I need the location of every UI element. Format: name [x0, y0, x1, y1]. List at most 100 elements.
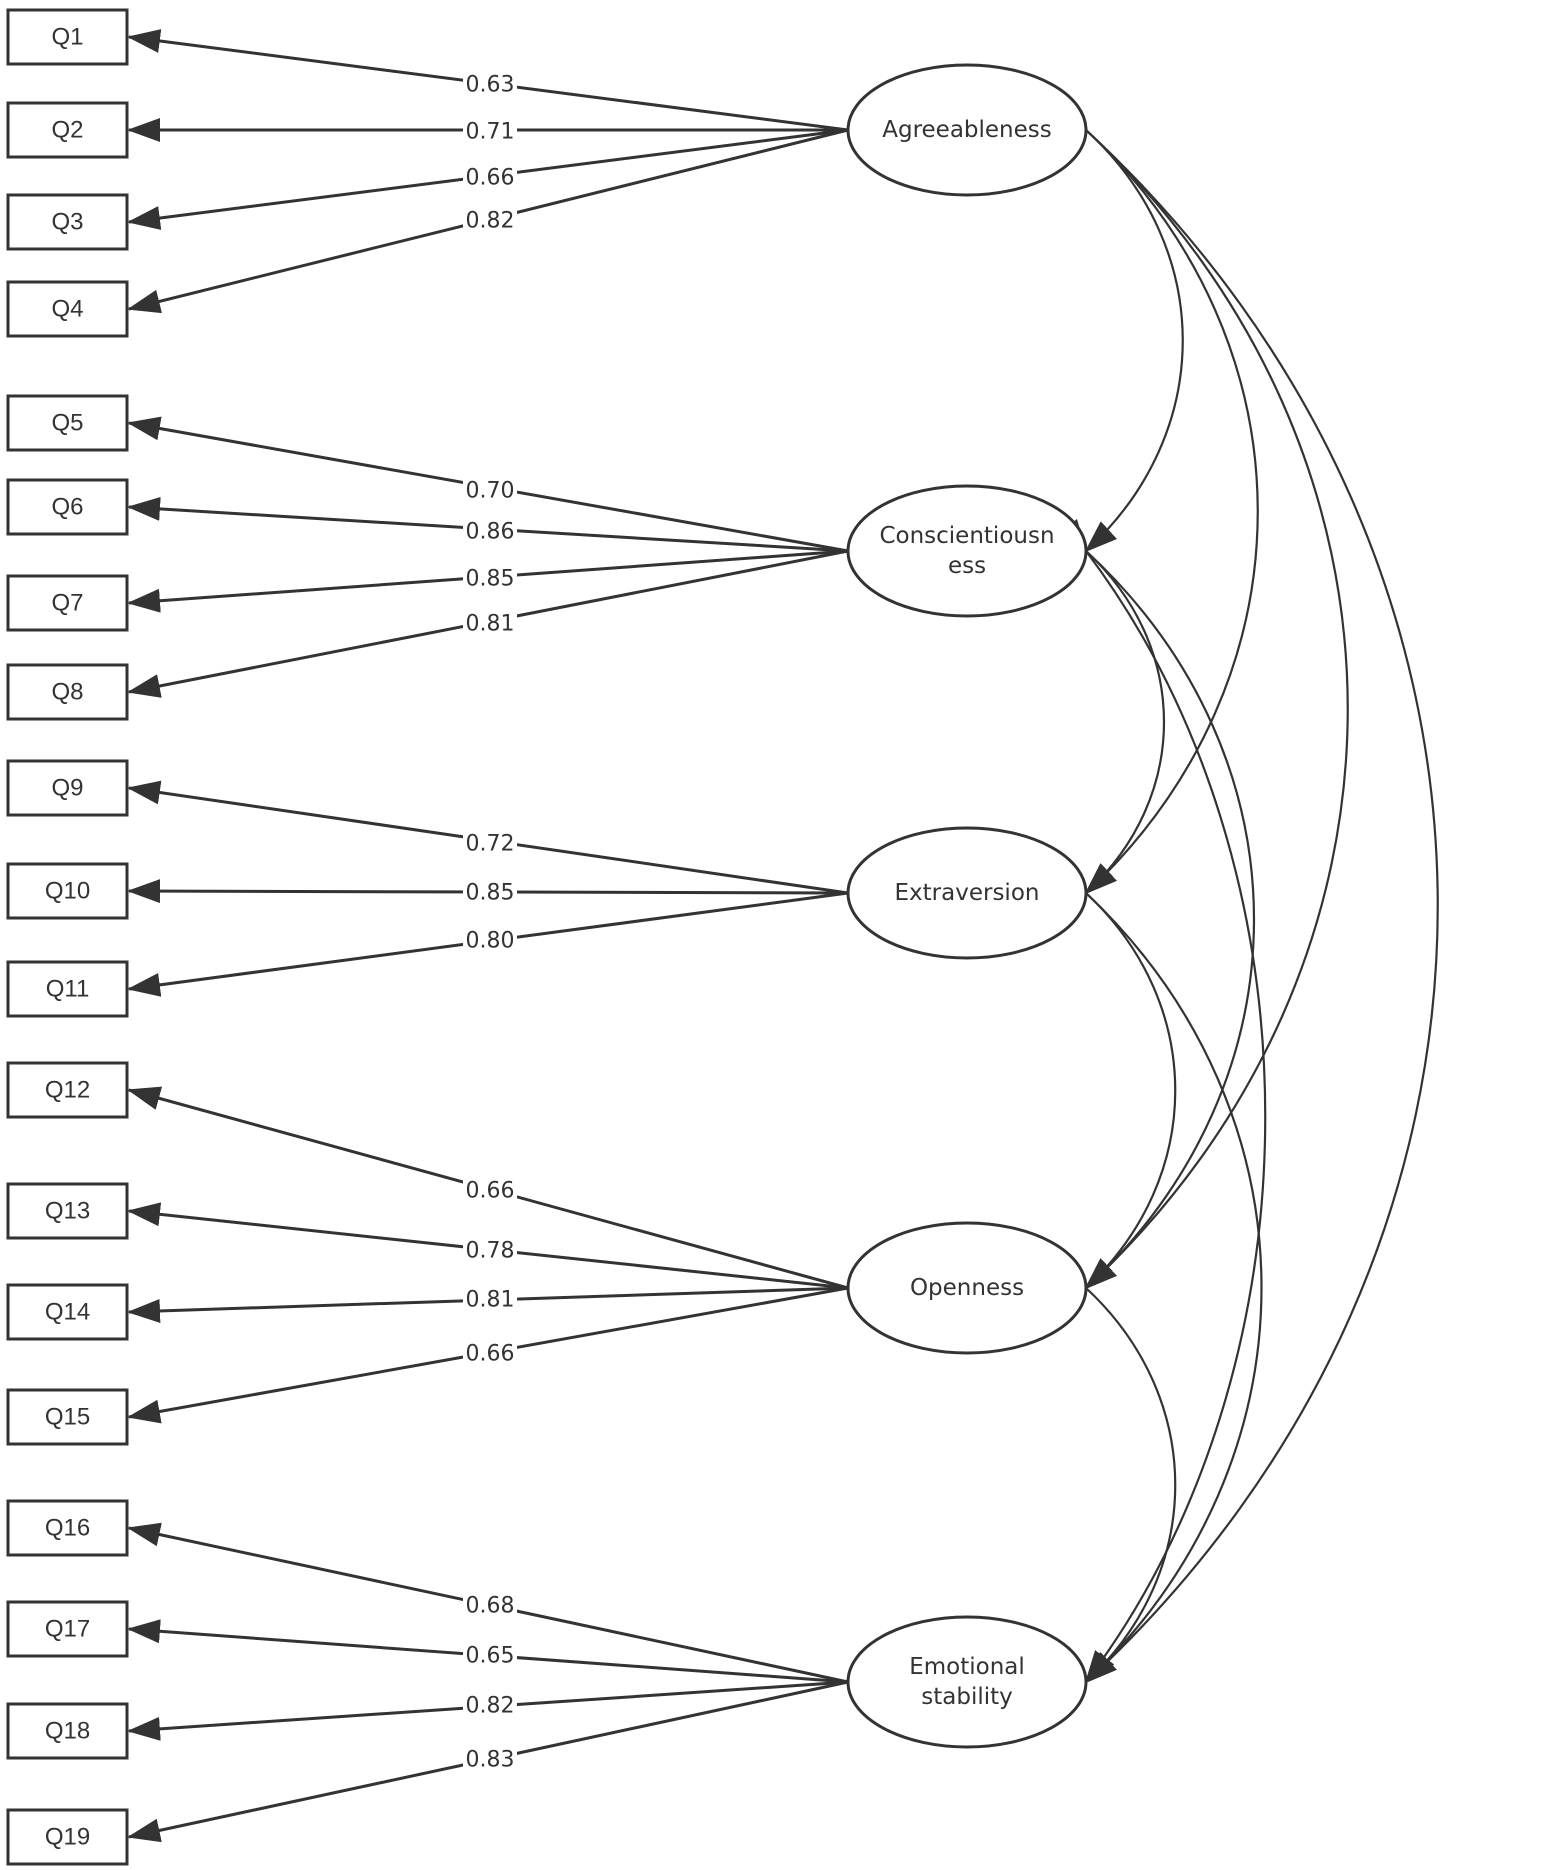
loading-value-q11: 0.80	[466, 929, 515, 954]
indicator-label-q9: Q9	[51, 775, 83, 802]
covariance-arrow-ope-emo	[1055, 1258, 1177, 1684]
indicator-box-q9	[6, 759, 129, 817]
indicator-box-q18	[6, 1702, 129, 1760]
loading-label-bg	[463, 1592, 517, 1620]
covariance-arrow-agr-emo	[1055, 100, 1439, 1684]
covariance-arrow-agr-con	[1055, 100, 1184, 553]
loading-value-q6: 0.86	[466, 520, 515, 545]
loading-value-q1: 0.63	[466, 73, 515, 98]
loading-label-bg	[463, 1642, 517, 1670]
loading-label-bg	[463, 565, 517, 593]
indicator-box-q11	[6, 960, 129, 1018]
indicator-box-q8	[6, 663, 129, 721]
indicator-label-q2: Q2	[51, 117, 83, 144]
indicator-box-q3	[6, 193, 129, 251]
latent-factor-agr	[846, 63, 1088, 197]
indicator-label-q18: Q18	[45, 1718, 90, 1745]
indicator-box-q16	[6, 1499, 129, 1557]
loading-label-bg	[463, 879, 517, 907]
indicator-box-q12	[6, 1061, 129, 1119]
indicator-label-q4: Q4	[51, 296, 83, 323]
loading-value-q15: 0.66	[466, 1342, 515, 1367]
indicator-label-q12: Q12	[45, 1077, 90, 1104]
indicator-label-q19: Q19	[45, 1824, 90, 1851]
loading-label-bg	[463, 71, 517, 99]
latent-factor-label-emo: Emotional	[909, 1654, 1025, 1680]
indicator-box-q5	[6, 394, 129, 452]
loading-label-bg	[463, 610, 517, 638]
indicator-label-q5: Q5	[51, 410, 83, 437]
covariance-arrow-con-ope	[1055, 521, 1255, 1290]
loading-label-bg	[463, 1237, 517, 1265]
loading-value-q16: 0.68	[466, 1594, 515, 1619]
loading-value-q4: 0.82	[466, 209, 515, 234]
latent-factor-label-ope: Openness	[910, 1275, 1024, 1301]
latent-factor-label-ext: Extraversion	[895, 880, 1040, 906]
loading-label-bg	[463, 1340, 517, 1368]
loading-value-q13: 0.78	[466, 1239, 515, 1264]
latent-factor-label-con: ess	[948, 553, 986, 579]
latent-factor-label-emo: stability	[921, 1684, 1013, 1710]
loading-value-q14: 0.81	[466, 1288, 515, 1313]
loading-path-layer: 0.63 0.71 0.66 0.82 0.70 0.86 0.85 0.81 0.72 0.85…	[127, 29, 849, 1843]
covariance-arrow-con-ext	[1055, 521, 1165, 895]
loading-value-q5: 0.70	[466, 479, 515, 504]
indicator-label-q15: Q15	[45, 1404, 90, 1431]
indicator-label-q6: Q6	[51, 494, 83, 521]
indicator-box-q14	[6, 1283, 129, 1341]
loading-value-q19: 0.83	[466, 1748, 515, 1773]
loading-value-q7: 0.85	[466, 567, 515, 592]
covariance-arrow-ext-emo	[1055, 862, 1263, 1684]
indicator-label-q16: Q16	[45, 1515, 90, 1542]
indicator-box-q13	[6, 1182, 129, 1240]
indicator-box-q10	[6, 862, 129, 920]
loading-label-bg	[463, 1286, 517, 1314]
loading-value-q17: 0.65	[466, 1644, 515, 1669]
indicator-label-q8: Q8	[51, 679, 83, 706]
loading-label-bg	[463, 477, 517, 505]
indicator-box-q17	[6, 1600, 129, 1658]
indicator-label-q14: Q14	[45, 1299, 90, 1326]
latent-factor-con	[846, 484, 1088, 618]
loading-value-q8: 0.81	[466, 612, 515, 637]
indicator-label-q11: Q11	[46, 976, 90, 1003]
loading-value-q2: 0.71	[466, 120, 515, 145]
loading-label-bg	[463, 1692, 517, 1720]
loading-value-q9: 0.72	[466, 832, 515, 857]
indicator-label-q10: Q10	[45, 878, 90, 905]
loading-label-bg	[463, 518, 517, 546]
loading-label-bg	[463, 927, 517, 955]
indicator-box-q15	[6, 1388, 129, 1446]
latent-factor-label-con: Conscientiousn	[879, 523, 1054, 549]
latent-factor-ext	[846, 826, 1088, 960]
loading-label-bg	[463, 207, 517, 235]
latent-factor-label-agr: Agreeableness	[882, 117, 1052, 143]
covariance-layer	[1055, 100, 1439, 1684]
indicator-box-q1	[6, 8, 129, 66]
indicator-label-q17: Q17	[45, 1616, 90, 1643]
indicator-box-q6	[6, 478, 129, 536]
latent-factor-emo	[846, 1615, 1088, 1749]
latent-factor-ope	[846, 1221, 1088, 1355]
covariance-arrow-ext-ope	[1055, 863, 1177, 1290]
loading-label-bg	[463, 830, 517, 858]
indicator-label-q7: Q7	[51, 590, 83, 617]
indicator-label-q1: Q1	[51, 24, 83, 51]
indicator-box-q2	[6, 101, 129, 159]
loading-label-bg	[463, 1177, 517, 1205]
indicator-box-q4	[6, 280, 129, 338]
loading-value-q3: 0.66	[466, 166, 515, 191]
loading-label-bg	[463, 118, 517, 146]
covariance-arrow-con-emo	[1057, 519, 1267, 1684]
loading-value-q18: 0.82	[466, 1694, 515, 1719]
indicator-label-q13: Q13	[45, 1198, 90, 1225]
loading-value-q12: 0.66	[466, 1179, 515, 1204]
covariance-arrow-agr-ext	[1055, 100, 1259, 895]
indicator-box-q7	[6, 574, 129, 632]
loading-label-bg	[463, 164, 517, 192]
covariance-arrow-agr-ope	[1055, 100, 1349, 1290]
loading-value-q10: 0.85	[466, 881, 515, 906]
loading-label-bg	[463, 1746, 517, 1774]
node-layer: Q1Q2Q3Q4Q5Q6Q7Q8Q9Q10Q11Q12Q13Q14Q15Q16Q…	[6, 8, 1088, 1866]
